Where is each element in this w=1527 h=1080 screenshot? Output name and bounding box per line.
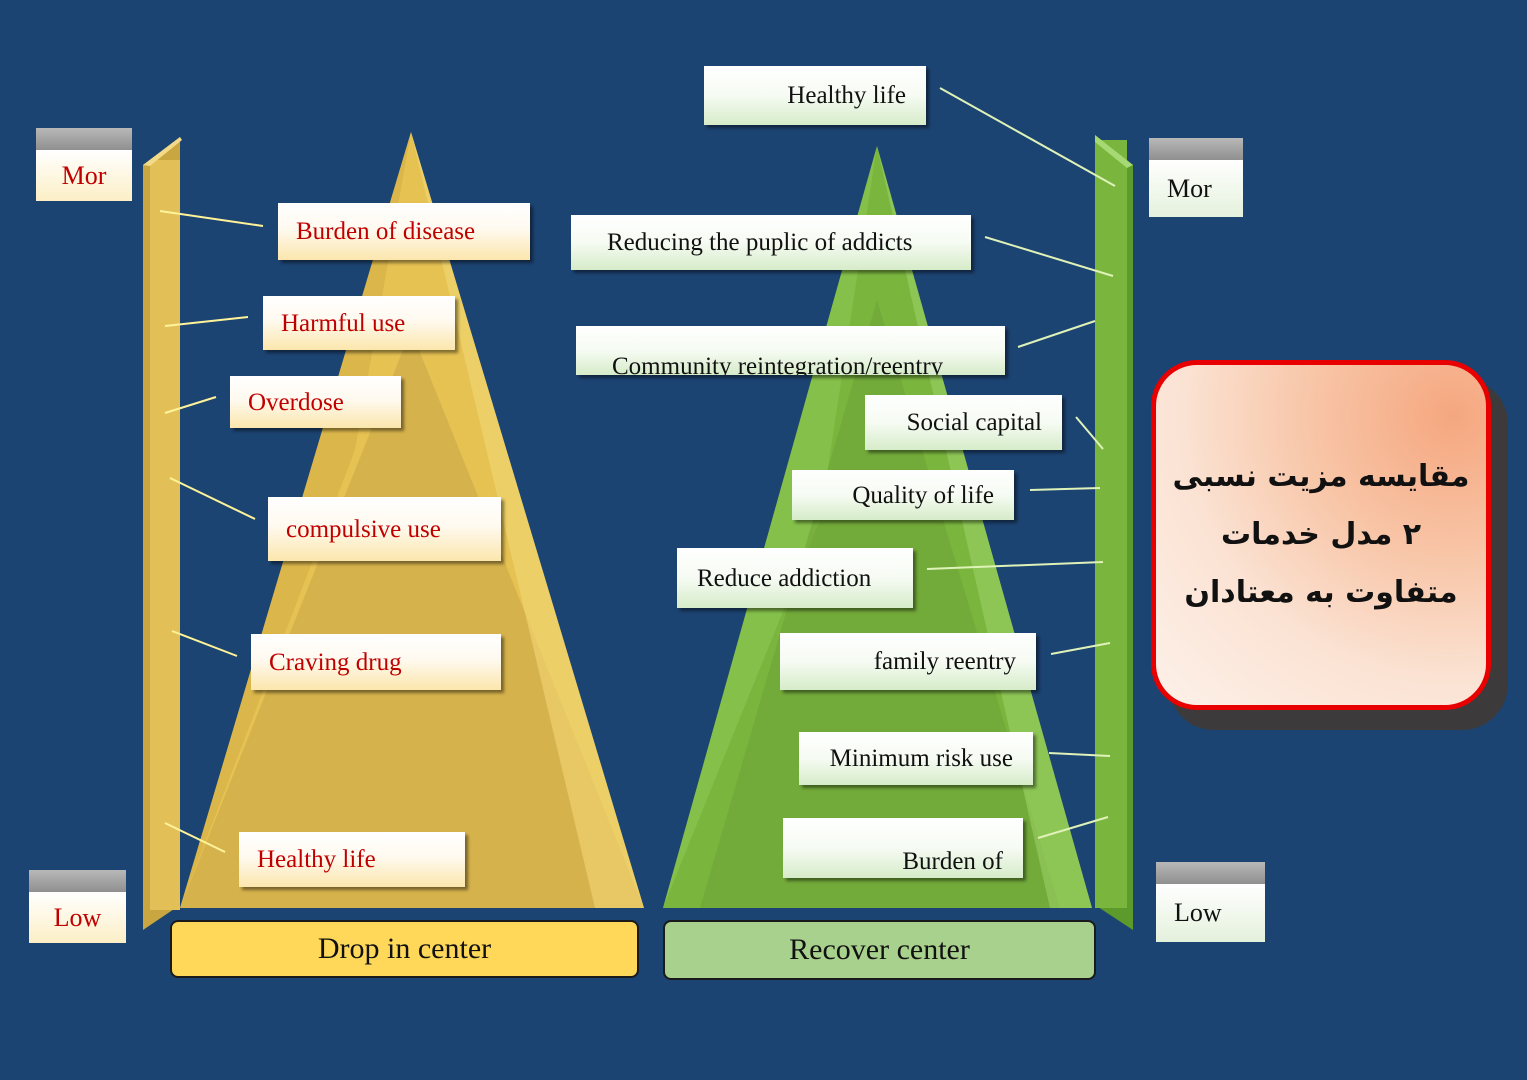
left-pyramid-edge	[411, 132, 644, 908]
right-item: Reducing the puplic of addicts	[571, 215, 971, 270]
right-item-text: Minimum risk use	[829, 745, 1013, 772]
right-item: Quality of life	[792, 470, 1014, 520]
left-item-text: Healthy life	[257, 846, 376, 873]
left-item: compulsive use	[268, 497, 501, 561]
right-item: family reentry	[780, 633, 1036, 690]
left-item: Craving drug	[251, 634, 501, 690]
right-item-text: Community reintegration/reentry	[612, 353, 944, 375]
right-item-text: family reentry	[873, 648, 1016, 675]
left-bar	[150, 160, 180, 910]
right-item-text: Social capital	[906, 409, 1042, 436]
right-scale-bottom-cap	[1156, 862, 1265, 884]
right-item: Burden of	[783, 818, 1023, 878]
left-scale-bottom-label: Low	[53, 902, 102, 932]
comparison-note: مقایسه مزیت نسبی ۲ مدل خدمات متفاوت به م…	[1151, 360, 1491, 710]
right-bar-top	[1095, 135, 1133, 168]
left-item-text: Harmful use	[281, 309, 406, 337]
left-bar-top	[143, 137, 182, 166]
recover-center-label: Recover center	[789, 933, 970, 966]
right-item: Minimum risk use	[799, 732, 1033, 785]
left-pyramid-face	[180, 330, 644, 908]
right-scale-top-label: Mor	[1167, 173, 1212, 203]
left-item: Harmful use	[263, 296, 455, 350]
right-item-text: Quality of life	[852, 481, 994, 509]
left-item-text: Burden of disease	[296, 218, 476, 245]
right-scale-top: Mor	[1149, 138, 1243, 217]
right-bar	[1095, 140, 1127, 908]
right-connectors	[926, 87, 1116, 839]
right-scale-bottom: Low	[1156, 862, 1265, 942]
drop-in-center-base: Drop in center	[170, 920, 639, 978]
left-scale-top: Mor	[36, 128, 132, 201]
right-item-text: Reducing the puplic of addicts	[607, 229, 913, 256]
left-connectors	[159, 210, 264, 853]
recover-center-base: Recover center	[663, 920, 1096, 980]
left-scale-top-label: Mor	[61, 160, 107, 190]
right-item-text: Healthy life	[787, 82, 906, 109]
left-item-text: Craving drug	[269, 648, 402, 676]
right-item: Community reintegration/reentry	[576, 326, 1005, 375]
left-item-text: compulsive use	[286, 515, 441, 543]
right-item: Reduce addiction	[677, 548, 913, 608]
right-item-text: Reduce addiction	[697, 564, 872, 592]
comparison-note-text: مقایسه مزیت نسبی ۲ مدل خدمات متفاوت به م…	[1172, 459, 1470, 610]
right-item-text: Burden of	[902, 848, 1003, 875]
left-item: Overdose	[230, 376, 401, 428]
left-scale-top-cap	[36, 128, 132, 150]
left-item: Burden of disease	[278, 203, 530, 260]
right-scale-top-cap	[1149, 138, 1243, 160]
drop-in-center-label: Drop in center	[317, 932, 492, 965]
left-scale-bottom-cap	[29, 870, 126, 892]
right-scale-bottom-label: Low	[1174, 898, 1222, 927]
left-item-text: Overdose	[248, 388, 344, 416]
right-item: Social capital	[865, 395, 1062, 450]
right-item: Healthy life	[704, 66, 926, 125]
left-item: Healthy life	[239, 832, 465, 887]
left-scale-bottom: Low	[29, 870, 126, 943]
